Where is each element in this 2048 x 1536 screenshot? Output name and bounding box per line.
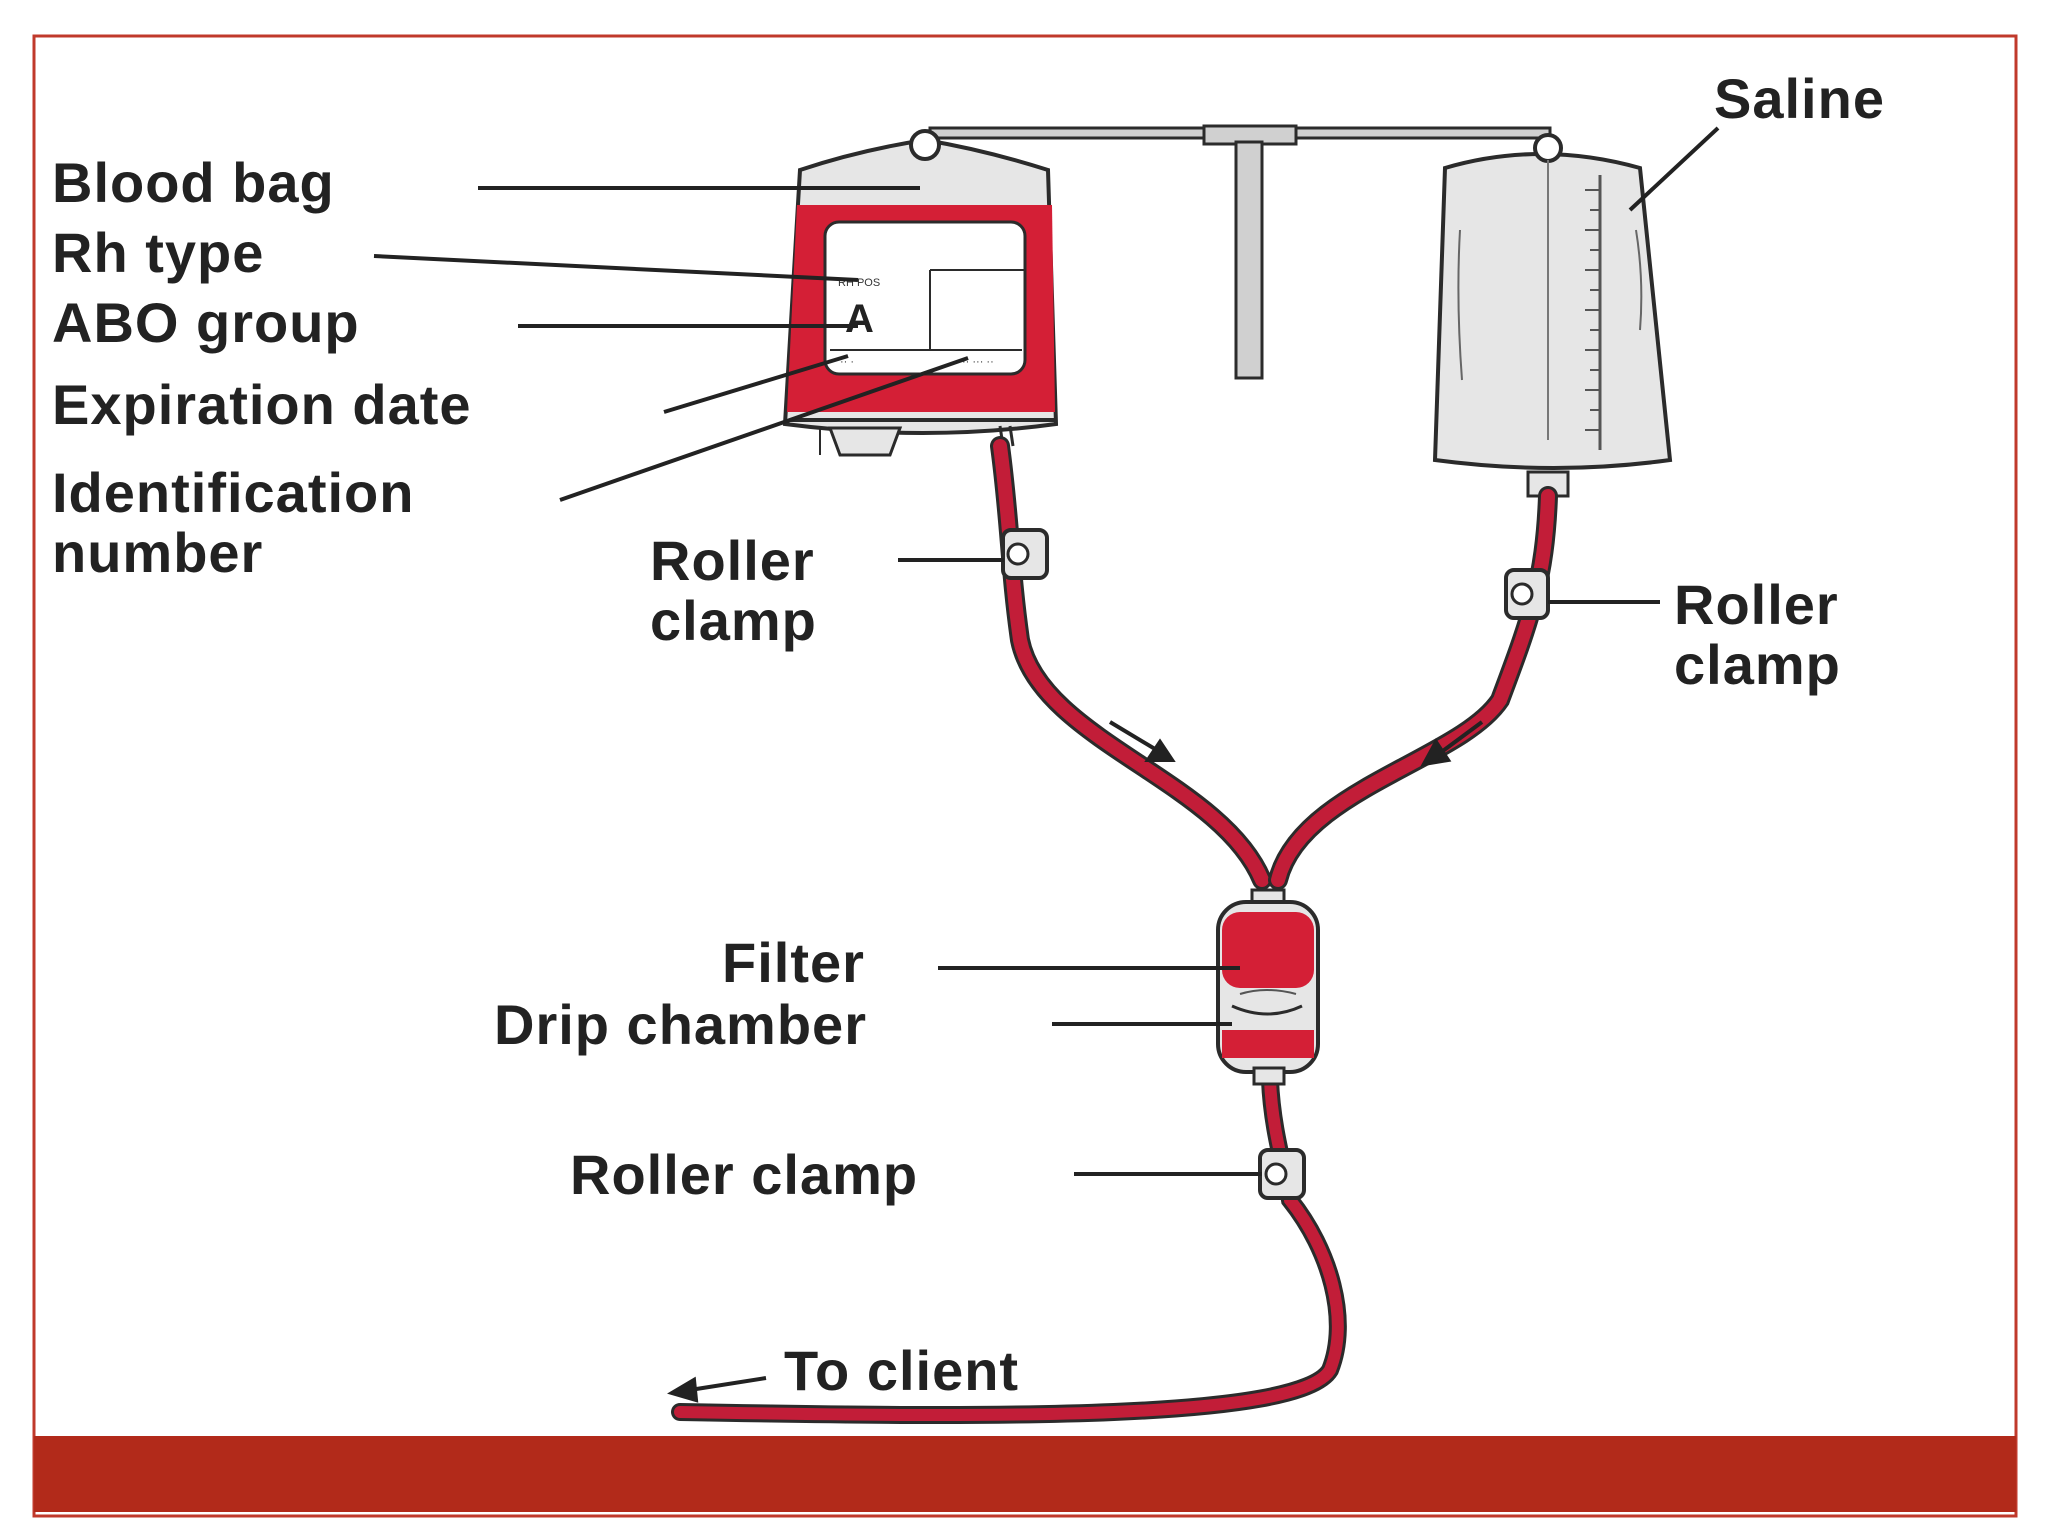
roller-clamp-icon	[1001, 528, 1049, 580]
saline-bag-icon	[1432, 133, 1673, 498]
label-drip-chamber: Drip chamber	[494, 993, 867, 1056]
svg-text:·· ··· ··: ·· ··· ··	[962, 356, 994, 368]
abo-group-letter: A	[845, 297, 874, 341]
blood-bag-icon: RH POS ·· · ·· ··· ·· A	[782, 129, 1059, 457]
roller-clamp-icon	[1504, 568, 1550, 620]
label-saline: Saline	[1714, 67, 1885, 130]
flow-arrow-icon	[1108, 720, 1176, 762]
drip-chamber-filter-icon	[1216, 888, 1320, 1086]
label-rh-type: Rh type	[52, 221, 264, 284]
label-roller-clamp-right-line1: Roller	[1674, 573, 1839, 636]
label-expiration-date: Expiration date	[52, 373, 472, 436]
label-blood-bag: Blood bag	[52, 151, 335, 214]
flow-arrow-icon	[667, 1376, 767, 1403]
leader-lines	[373, 126, 1720, 1176]
label-identification-number-line2: number	[52, 521, 263, 584]
label-to-client: To client	[784, 1339, 1019, 1402]
footer-bar	[34, 1436, 2016, 1512]
label-roller-clamp-right-line2: clamp	[1674, 633, 1841, 696]
label-roller-clamp-left-line1: Roller	[650, 529, 815, 592]
label-roller-clamp-bottom: Roller clamp	[570, 1143, 918, 1206]
roller-clamp-icon	[1258, 1148, 1306, 1200]
label-identification-number-line1: Identification	[52, 461, 414, 524]
label-roller-clamp-left-line2: clamp	[650, 589, 817, 652]
label-abo-group: ABO group	[52, 291, 360, 354]
iv-pole-icon	[928, 124, 1552, 380]
label-filter: Filter	[722, 931, 865, 994]
flow-arrow-icon	[1420, 720, 1484, 767]
